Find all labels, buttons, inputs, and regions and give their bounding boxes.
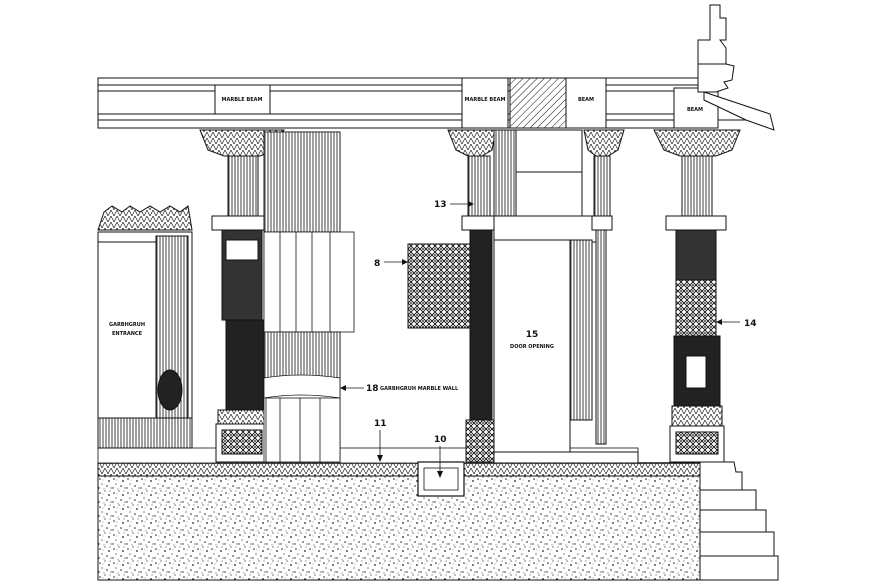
garbhgruh-wall bbox=[263, 131, 355, 463]
callout-11-num: 11 bbox=[374, 419, 387, 429]
beam-label-4: BEAM bbox=[687, 107, 703, 113]
column-4 bbox=[653, 129, 741, 463]
callout-11: 11 bbox=[374, 419, 387, 462]
entrance-label-line1: GARBHGRUH bbox=[109, 322, 145, 328]
drain-pit bbox=[417, 461, 465, 497]
foundation bbox=[97, 447, 701, 581]
door-number: 15 bbox=[526, 330, 539, 340]
callout-14-num: 14 bbox=[744, 319, 757, 329]
wall-label: GARBHGRUH MARBLE WALL bbox=[380, 386, 459, 392]
entrance-label-line2: ENTRANCE bbox=[112, 331, 143, 337]
beam-label-2: MARBLE BEAM bbox=[465, 97, 506, 103]
callout-8: 8 bbox=[374, 259, 408, 269]
callout-13: 13 bbox=[434, 200, 474, 210]
callout-8-num: 8 bbox=[374, 259, 380, 269]
callout-18-arrow bbox=[340, 385, 364, 391]
column-3 bbox=[583, 129, 625, 445]
column-1 bbox=[199, 129, 285, 463]
callout-10: 10 bbox=[434, 435, 447, 478]
callout-10-num: 10 bbox=[434, 435, 447, 445]
beam-band bbox=[97, 77, 746, 129]
wall-number: 18 bbox=[366, 384, 379, 394]
beam-label-1: MARBLE BEAM bbox=[222, 97, 263, 103]
chajja bbox=[697, 4, 775, 131]
door-opening-block bbox=[493, 129, 639, 464]
jali-screen bbox=[407, 243, 473, 329]
callout-13-num: 13 bbox=[434, 200, 447, 210]
door-label: DOOR OPENING bbox=[510, 344, 554, 350]
entrance-frame bbox=[97, 205, 193, 449]
beam-label-3: BEAM bbox=[578, 97, 594, 103]
callout-14: 14 bbox=[716, 319, 757, 329]
steps bbox=[699, 461, 779, 581]
column-2 bbox=[447, 129, 497, 463]
